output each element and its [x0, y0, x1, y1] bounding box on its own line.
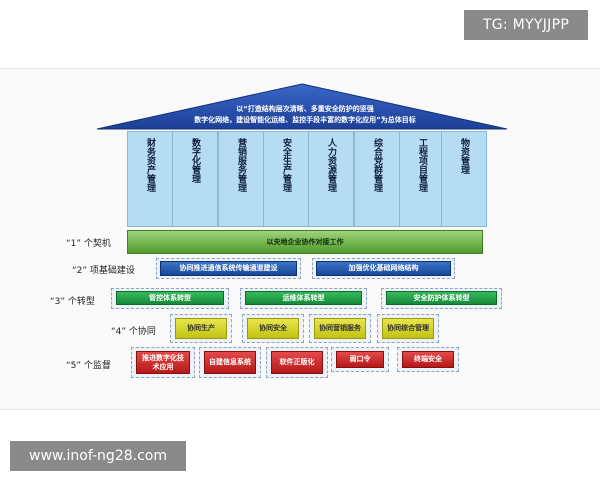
- row-label-supervise: “5” 个监督: [66, 361, 111, 371]
- pillar-digital: 数字化管理: [172, 131, 218, 227]
- foundation-label: “1” 个契机: [66, 239, 111, 249]
- row-label-transform: “3” 个转型: [50, 297, 95, 307]
- roof-line-1: 以“打造结构层次清晰、多重安全防护的坚强: [236, 105, 374, 113]
- transform-item-2: 运维体系转型: [245, 291, 362, 305]
- pillar-label: 工程项目管理: [417, 138, 427, 192]
- coordinate-item-3: 协同营销服务: [314, 318, 366, 339]
- supervise-item-3: 软件正版化: [271, 351, 323, 374]
- pillar-marketing: 营销服务管理: [218, 131, 264, 227]
- pillar-safety: 安全生产管理: [263, 131, 309, 227]
- supervise-item-2: 自建信息系统: [204, 351, 256, 374]
- pillar-projects: 工程项目管理: [399, 131, 445, 227]
- supervise-item-5: 终端安全: [402, 351, 454, 368]
- transform-item-3: 安全防护体系转型: [386, 291, 497, 305]
- base-item-2: 加强优化基础网络结构: [316, 261, 451, 276]
- pillar-label: 营销服务管理: [236, 138, 246, 192]
- pillar-label: 数字化管理: [190, 138, 200, 183]
- pillar-party: 综合党群管理: [354, 131, 400, 227]
- coordinate-item-1: 协同生产: [175, 318, 227, 339]
- pillar-label: 人力资源管理: [326, 138, 336, 192]
- row-label-base: “2” 项基础建设: [72, 266, 135, 276]
- foundation-bar: 以央地企业协作对接工作: [127, 230, 483, 254]
- pillar-label: 综合党群管理: [372, 138, 382, 192]
- watermark-bottom: www.inof-ng28.com: [10, 441, 186, 471]
- pillar-materials: 物资管理: [441, 131, 487, 227]
- supervise-item-1: 推进数字化技术应用: [136, 351, 190, 374]
- roof-text: 以“打造结构层次清晰、多重安全防护的坚强 数字化网络，建设智能化运维、监控手段丰…: [160, 104, 450, 126]
- pillar-finance: 财务资产管理: [127, 131, 173, 227]
- coordinate-item-4: 协同综合管理: [382, 318, 434, 339]
- pillar-label: 安全生产管理: [281, 138, 291, 192]
- roof-line-2: 数字化网络，建设智能化运维、监控手段丰富的数字化应用”为总体目标: [194, 116, 416, 124]
- roof-triangle: [96, 83, 508, 130]
- pillar-hr: 人力资源管理: [308, 131, 354, 227]
- transform-item-1: 管控体系转型: [116, 291, 224, 305]
- coordinate-item-2: 协同安全: [247, 318, 299, 339]
- pillar-label: 物资管理: [459, 138, 469, 174]
- supervise-item-4: 弱口令: [336, 351, 384, 368]
- pillar-label: 财务资产管理: [145, 138, 155, 192]
- watermark-top: TG: MYYJJPP: [464, 10, 588, 40]
- row-label-coordinate: “4” 个协同: [111, 327, 156, 337]
- base-item-1: 协同推进通信系统传输通道建设: [160, 261, 297, 276]
